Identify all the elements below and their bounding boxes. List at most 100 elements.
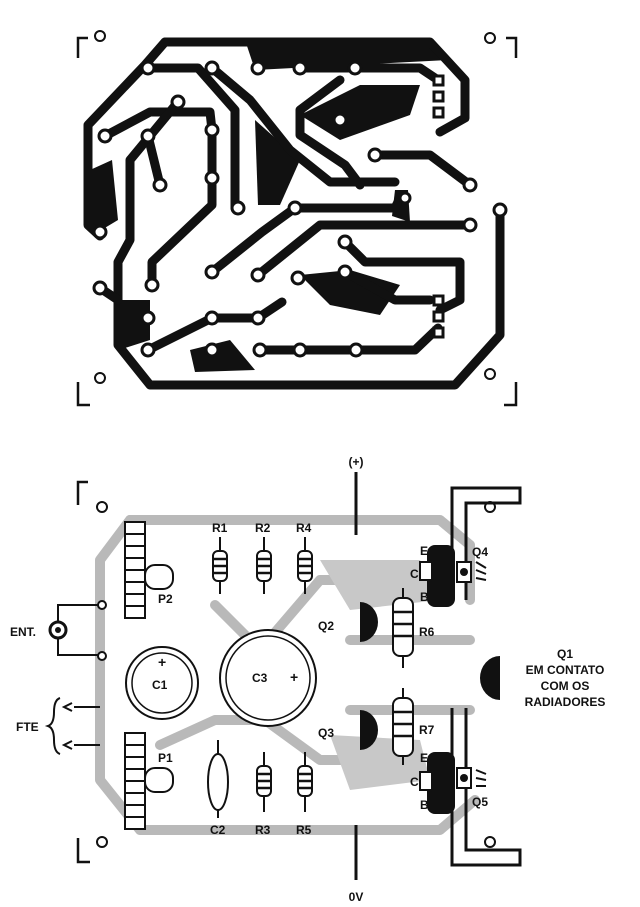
copper-trace <box>295 75 365 190</box>
c1-label: C1 <box>152 678 168 692</box>
capacitor-c3 <box>219 629 317 727</box>
copper-trace <box>255 323 443 355</box>
copper-trace <box>207 63 400 187</box>
q1-note-line3: COM OS <box>541 679 590 693</box>
pot-knob <box>144 767 174 793</box>
q2-label: Q2 <box>318 619 334 633</box>
mounting-hole <box>96 501 108 513</box>
r6-label: R6 <box>419 625 435 639</box>
copper-trace <box>160 37 470 137</box>
bottom-crop-marks <box>76 480 496 864</box>
copper-plane <box>118 300 150 348</box>
solder-pad-square <box>432 90 445 103</box>
solder-pad <box>492 202 508 218</box>
c1-polarity: + <box>158 654 166 670</box>
supply-positive-label: (+) <box>349 455 364 469</box>
solder-pad <box>140 310 156 326</box>
copper-trace <box>340 267 435 305</box>
c3-label: C3 <box>252 671 268 685</box>
solder-pad <box>462 217 478 233</box>
q5-pin-e: E <box>420 751 428 765</box>
ground-label: 0V <box>349 890 364 904</box>
mounting-hole <box>484 368 496 380</box>
crop-mark <box>76 382 90 407</box>
p1-label: P1 <box>158 751 173 765</box>
copper-trace <box>143 297 287 355</box>
crop-mark <box>76 838 90 864</box>
mounting-hole <box>94 372 106 384</box>
solder-pad <box>250 267 266 283</box>
transistor-q1 <box>480 656 500 700</box>
c3-inner <box>225 635 311 721</box>
resistor-r6 <box>392 588 414 668</box>
q2-body <box>360 602 378 642</box>
solder-pads <box>92 60 508 358</box>
top-crop-marks <box>76 30 518 407</box>
transistor-q2 <box>360 602 378 642</box>
solder-pad <box>230 200 246 216</box>
copper-plane <box>255 120 300 205</box>
copper-trace <box>113 97 505 390</box>
r1-label: R1 <box>212 521 228 535</box>
solder-pad-square <box>432 294 445 307</box>
q5-pin-b: B <box>420 798 429 812</box>
heatsink-upper <box>450 486 522 600</box>
q5-label: Q5 <box>472 795 488 809</box>
solder-pad <box>152 177 168 193</box>
mounting-hole <box>94 30 106 42</box>
solder-pad <box>290 270 306 286</box>
r6-body <box>392 597 414 657</box>
solder-pad-square <box>432 310 445 323</box>
heatsink-lower <box>450 708 522 867</box>
r2-label: R2 <box>255 521 271 535</box>
q3-body <box>360 710 378 750</box>
copper-trace <box>83 37 170 241</box>
copper-trace <box>143 131 165 190</box>
q1-note-line4: RADIADORES <box>525 695 606 709</box>
copper-trace <box>143 63 240 213</box>
solder-pad <box>97 128 113 144</box>
solder-pad <box>252 342 268 358</box>
solder-pad <box>144 277 160 293</box>
crop-mark <box>504 382 518 407</box>
q4-pin-e: E <box>420 544 428 558</box>
q1-label: Q1 <box>557 647 573 661</box>
solder-pad-square <box>432 74 445 87</box>
solder-pad <box>462 177 478 193</box>
c1-outline <box>125 646 199 720</box>
copper-trace <box>290 193 405 213</box>
solder-pad <box>170 94 186 110</box>
capacitor-c1 <box>125 646 199 720</box>
solder-pad <box>204 122 220 138</box>
copper-layout <box>76 30 518 407</box>
copper-trace <box>100 107 217 141</box>
q1-note-line2: EM CONTATO <box>526 663 605 677</box>
source-label: FTE <box>16 720 39 734</box>
copper-trace <box>207 203 300 277</box>
solder-pad <box>348 342 364 358</box>
q5-pin-c: C <box>410 775 419 789</box>
solder-pad <box>398 191 412 205</box>
arrow-icon <box>61 702 73 712</box>
solder-pad <box>287 200 303 216</box>
c1-inner <box>131 652 193 714</box>
copper-plane <box>300 270 400 315</box>
q4-body <box>427 545 455 607</box>
solder-pad-square <box>432 326 445 339</box>
c3-outline <box>219 629 317 727</box>
solder-pad <box>250 60 266 76</box>
q5-body <box>427 752 455 814</box>
q4-pin-b: B <box>420 590 429 604</box>
component-layout: (+) 0V ENT. FTE <box>10 455 605 904</box>
q4-pin-c: C <box>410 567 419 581</box>
mounting-hole <box>96 836 108 848</box>
q4-screw-head <box>460 568 468 576</box>
p2-label: P2 <box>158 592 173 606</box>
q5-thermal-compound <box>475 769 487 787</box>
mounting-hole <box>484 32 496 44</box>
copper-trace <box>340 237 465 315</box>
solder-pad <box>204 264 220 280</box>
resistor-r7 <box>392 688 414 765</box>
solder-pad <box>140 128 156 144</box>
